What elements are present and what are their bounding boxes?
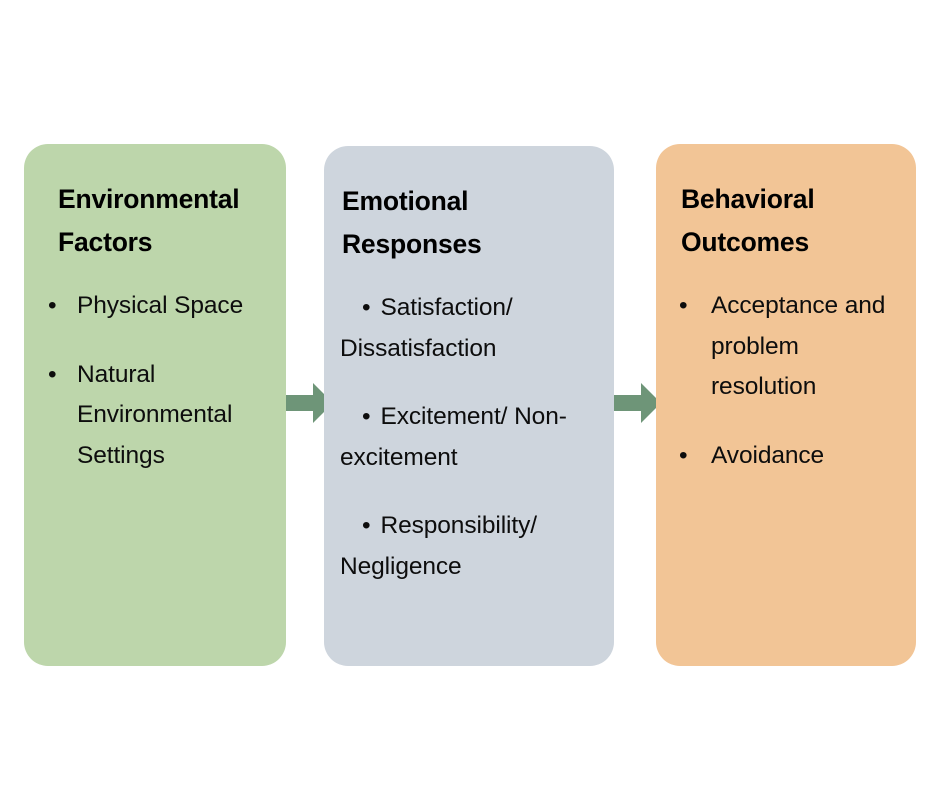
right-arrow-icon <box>614 383 661 423</box>
list-item: • Natural Environmental Settings <box>46 355 268 477</box>
node-environmental-factors: Environmental Factors • Physical Space • N… <box>24 144 286 666</box>
list-item: • Avoidance <box>678 436 898 477</box>
list-item: • Physical Space <box>46 286 268 327</box>
right-arrow-icon <box>286 383 333 423</box>
list-item: •Excitement/ Non-excitement <box>340 397 604 478</box>
bullet-icon: • <box>362 403 371 430</box>
list-item-label: Acceptance and problem resolution <box>711 292 886 400</box>
node-title-environmental-factors: Environmental Factors <box>58 184 240 257</box>
list-item-label: Physical Space <box>77 292 244 319</box>
bullet-icon: • <box>362 294 371 321</box>
list-item: •Responsibility/ Negligence <box>340 506 604 587</box>
list-item: • Acceptance and problem resolution <box>678 286 898 408</box>
list-item-label: Responsibility/ Negligence <box>340 512 537 580</box>
bullet-icon: • <box>679 292 688 319</box>
node-title-behavioral-outcomes: Behavioral Outcomes <box>681 184 815 257</box>
list-item: •Satisfaction/ Dissatisfaction <box>340 288 604 369</box>
node-title-emotional-responses: Emotional Responses <box>342 186 482 259</box>
list-item-label: Satisfaction/ Dissatisfaction <box>340 294 513 362</box>
bullet-icon: • <box>48 360 57 388</box>
connector-arrow-2 <box>614 382 662 424</box>
bullet-list-environmental-factors: • Physical Space • Natural Environmental S… <box>42 286 268 476</box>
bullet-list-behavioral-outcomes: • Acceptance and problem resolution • Avoi… <box>678 286 898 476</box>
bullet-icon: • <box>362 512 371 539</box>
list-item-label: Natural Environmental Settings <box>77 360 233 469</box>
bullet-icon: • <box>679 441 688 469</box>
node-emotional-responses: Emotional Responses •Satisfaction/ Dissa… <box>324 146 614 666</box>
bullet-icon: • <box>48 292 57 319</box>
node-behavioral-outcomes: Behavioral Outcomes • Acceptance and prob… <box>656 144 916 666</box>
connector-arrow-1 <box>286 382 334 424</box>
list-item-label: Avoidance <box>711 441 825 469</box>
list-item-label: Excitement/ Non-excitement <box>340 403 567 471</box>
bullet-list-emotional-responses: •Satisfaction/ Dissatisfaction •Exciteme… <box>340 288 604 587</box>
